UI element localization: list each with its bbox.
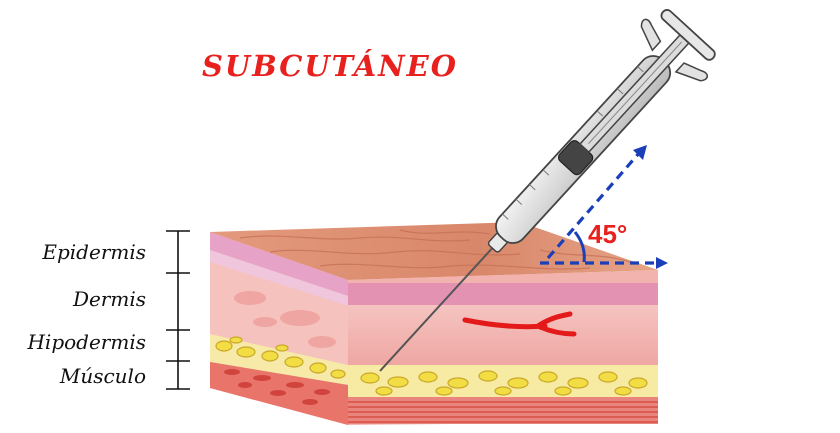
- layer-label-musculo: Músculo: [59, 364, 146, 388]
- layer-bracket: [166, 230, 190, 390]
- syringe-thumb-press: [660, 9, 716, 61]
- insertion-direction-arrow: [546, 150, 642, 260]
- syringe: [487, 9, 716, 253]
- angle-label: 45°: [588, 219, 627, 249]
- layer-label-hipodermis: Hipodermis: [26, 330, 146, 354]
- layer-label-dermis: Dermis: [72, 287, 146, 311]
- needle: [379, 243, 497, 372]
- skin-block: [210, 222, 658, 425]
- blood-vessel: [462, 311, 577, 337]
- syringe-finger-flange: [640, 18, 709, 82]
- angle-arc: [573, 231, 586, 263]
- layer-labels: Epidermis Dermis Hipodermis Músculo: [26, 240, 146, 388]
- diagram-title: SUBCUTÁNEO: [202, 48, 458, 83]
- angle-indicator: 45°: [540, 145, 668, 269]
- layer-label-epidermis: Epidermis: [41, 240, 146, 264]
